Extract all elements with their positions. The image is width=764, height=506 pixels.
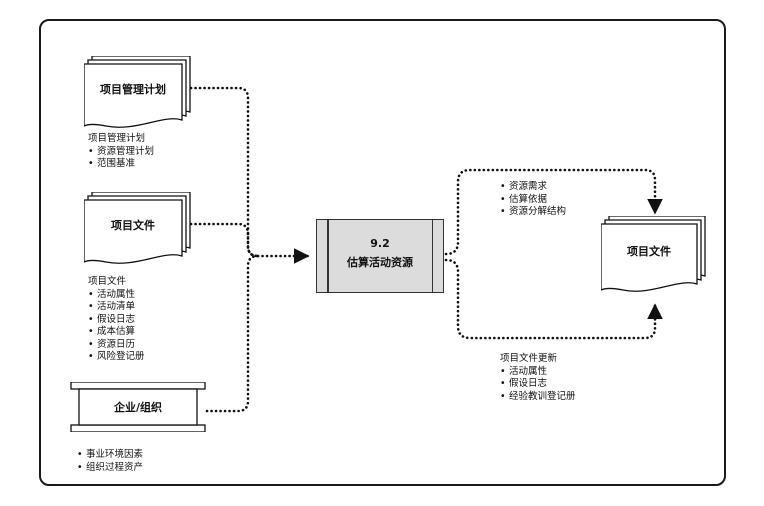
document-stack-icon bbox=[601, 216, 706, 292]
input-project-management-plan: 项目管理计划 bbox=[84, 56, 196, 128]
output-requirements-list: 资源需求 估算依据 资源分解结构 bbox=[500, 181, 566, 219]
list-item: 资源管理计划 bbox=[88, 146, 154, 159]
document-title: 项目文件 bbox=[111, 219, 155, 232]
document-stack-icon bbox=[84, 192, 191, 264]
list-item: 风险登记册 bbox=[88, 351, 145, 364]
list-title: 项目文件更新 bbox=[500, 353, 558, 364]
process-number: 9.2 bbox=[370, 237, 390, 250]
list-item: 估算依据 bbox=[500, 194, 566, 207]
list-item: 活动属性 bbox=[500, 366, 576, 379]
output-project-documents: 项目文件 bbox=[601, 216, 711, 292]
list-title: 项目管理计划 bbox=[88, 133, 146, 144]
connector-plan bbox=[189, 86, 260, 258]
scroll-icon bbox=[70, 382, 206, 432]
diagram-frame bbox=[39, 19, 726, 486]
document-stack-icon bbox=[84, 56, 191, 128]
list-item: 事业环境因素 bbox=[77, 449, 143, 462]
list-item: 资源分解结构 bbox=[500, 206, 566, 219]
list-item: 假设日志 bbox=[88, 314, 145, 327]
list-title: 项目文件 bbox=[88, 276, 127, 287]
output-updates-list: 项目文件更新 活动属性 假设日志 经验教训登记册 bbox=[500, 353, 576, 403]
enterprise-title: 企业/组织 bbox=[113, 401, 163, 414]
list-item: 资源需求 bbox=[500, 181, 566, 194]
input-project-documents: 项目文件 bbox=[84, 192, 196, 264]
list-item: 范围基准 bbox=[88, 158, 154, 171]
process-left-bar bbox=[327, 220, 329, 292]
connector-to-requirements bbox=[444, 168, 663, 256]
document-title: 项目文件 bbox=[627, 245, 671, 258]
list-item: 资源日历 bbox=[88, 339, 145, 352]
docs-item-list: 项目文件 活动属性 活动清单 假设日志 成本估算 资源日历 风险登记册 bbox=[88, 276, 145, 364]
document-title: 项目管理计划 bbox=[100, 83, 166, 96]
list-item: 组织过程资产 bbox=[77, 462, 143, 475]
connector-enterprise bbox=[205, 254, 260, 413]
input-enterprise-organization: 企业/组织 bbox=[69, 382, 207, 432]
process-name: 估算活动资源 bbox=[347, 256, 413, 269]
enterprise-item-list: 事业环境因素 组织过程资产 bbox=[77, 449, 143, 474]
list-item: 经验教训登记册 bbox=[500, 391, 576, 404]
process-box: 9.2 估算活动资源 bbox=[316, 219, 444, 293]
process-right-bar bbox=[431, 220, 433, 292]
connector-docs bbox=[189, 222, 260, 258]
list-item: 假设日志 bbox=[500, 378, 576, 391]
list-item: 活动清单 bbox=[88, 301, 145, 314]
plan-item-list: 项目管理计划 资源管理计划 范围基准 bbox=[88, 133, 154, 171]
list-item: 活动属性 bbox=[88, 289, 145, 302]
list-item: 成本估算 bbox=[88, 326, 145, 339]
